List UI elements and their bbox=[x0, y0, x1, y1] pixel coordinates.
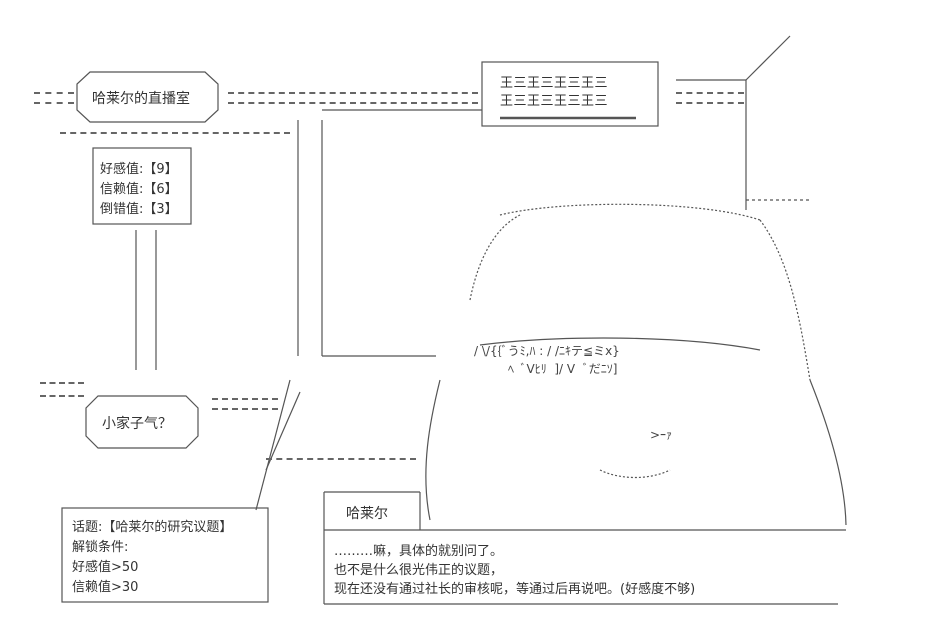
rail-dash bbox=[212, 398, 278, 400]
stat-affection: 好感值:【9】 bbox=[100, 162, 178, 177]
dialogue-line: 也不是什么很光伟正的议题， bbox=[334, 563, 504, 578]
rail-dash bbox=[676, 92, 744, 94]
topic-unlock-label: 解锁条件: bbox=[72, 540, 129, 555]
rail-dash bbox=[34, 92, 74, 94]
rail-dash bbox=[60, 132, 290, 134]
dialogue-line: 现在还没有通过社长的审核呢，等通过后再说吧。(好感度不够) bbox=[334, 582, 696, 597]
rail-dash bbox=[34, 102, 74, 104]
rail-dash bbox=[676, 102, 744, 104]
rail-dash bbox=[40, 382, 84, 384]
tag-octagon bbox=[85, 395, 199, 449]
rail-dash bbox=[212, 408, 278, 410]
dialogue-line: ………嘛，具体的就别问了。 bbox=[334, 544, 504, 559]
page-title: 哈莱尔的直播室 bbox=[92, 91, 190, 107]
rail-dash bbox=[40, 395, 84, 397]
topic-title: 话题:【哈莱尔的研究议题】 bbox=[72, 520, 233, 535]
sign-text-row: 王三王三王三王三 bbox=[500, 94, 609, 109]
topic-box-frame bbox=[61, 507, 269, 603]
topic-req-affection: 好感值>50 bbox=[72, 560, 139, 575]
face-eyes: / \/{{ﾞうﾐ,ﾊ : / /ﾆｷテ≦ミx} bbox=[474, 344, 620, 358]
face-mid: ﾍ ﾞVﾋﾘ ]/ V ﾞだﾆｿ] bbox=[508, 362, 618, 376]
speaker-name: 哈莱尔 bbox=[346, 506, 388, 522]
title-octagon bbox=[76, 71, 219, 123]
face-mouth: >ｰｧ bbox=[650, 428, 673, 442]
top-sign-frame bbox=[481, 61, 659, 127]
sign-text-row: 王三王三王三王三 bbox=[500, 76, 609, 91]
tag-label: 小家子气？ bbox=[102, 416, 172, 432]
rail-dash bbox=[228, 102, 478, 104]
topic-req-trust: 信赖值>30 bbox=[72, 580, 139, 595]
rail-dash bbox=[266, 458, 416, 460]
stat-trust: 信赖值:【6】 bbox=[100, 182, 178, 197]
stats-box-frame bbox=[92, 147, 192, 225]
stat-perversion: 倒错值:【3】 bbox=[100, 202, 178, 217]
rail-dash bbox=[228, 92, 478, 94]
